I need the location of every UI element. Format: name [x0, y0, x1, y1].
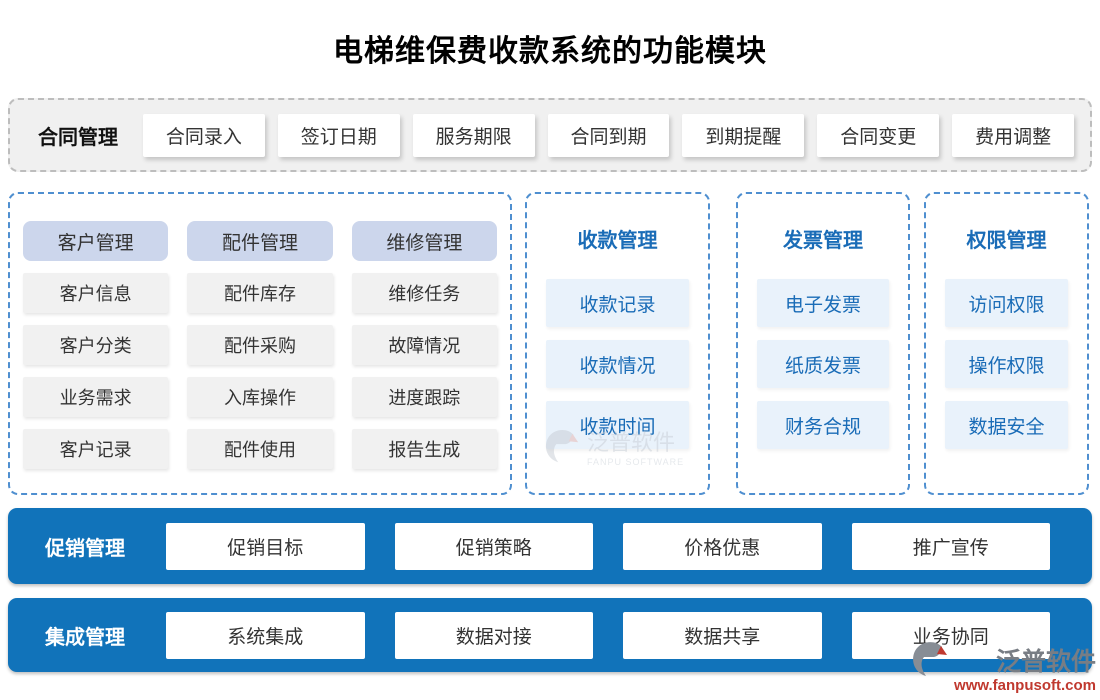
item-electronic-invoice[interactable]: 电子发票 [757, 279, 889, 327]
contract-item-expiry[interactable]: 合同到期 [547, 113, 670, 157]
item-repair-tasks[interactable]: 维修任务 [351, 273, 497, 313]
panel-customer-parts-repair: 客户管理 配件管理 维修管理 客户信息 配件库存 维修任务 客户分类 配件采购 … [8, 192, 512, 495]
item-parts-inventory[interactable]: 配件库存 [187, 273, 333, 313]
item-data-security[interactable]: 数据安全 [945, 401, 1068, 449]
page-title: 电梯维保费收款系统的功能模块 [333, 35, 767, 68]
contract-item-change[interactable]: 合同变更 [817, 113, 940, 157]
item-marketing-publicity[interactable]: 推广宣传 [851, 522, 1050, 570]
permission-items: 访问权限 操作权限 数据安全 [926, 279, 1087, 449]
item-customer-records[interactable]: 客户记录 [23, 429, 169, 469]
header-invoice-management: 发票管理 [783, 230, 863, 252]
contract-item-entry[interactable]: 合同录入 [143, 113, 265, 157]
panel-invoice-management: 发票管理 电子发票 纸质发票 财务合规 [736, 192, 910, 495]
item-promotion-strategy[interactable]: 促销策略 [394, 522, 593, 570]
contract-item-expiry-reminder[interactable]: 到期提醒 [682, 113, 805, 157]
item-access-permission[interactable]: 访问权限 [945, 279, 1068, 327]
contract-row-label: 合同管理 [38, 126, 118, 149]
item-progress-tracking[interactable]: 进度跟踪 [351, 377, 497, 417]
item-data-interfacing[interactable]: 数据对接 [394, 611, 593, 659]
payment-items: 收款记录 收款情况 收款时间 [527, 279, 708, 449]
item-price-discount[interactable]: 价格优惠 [623, 522, 822, 570]
item-financial-compliance[interactable]: 财务合规 [757, 401, 889, 449]
promotion-management-bar: 促销管理 促销目标 促销策略 价格优惠 推广宣传 [8, 508, 1092, 584]
item-business-collaboration[interactable]: 业务协同 [851, 611, 1050, 659]
middle-section: 客户管理 配件管理 维修管理 客户信息 配件库存 维修任务 客户分类 配件采购 … [8, 192, 1092, 495]
contract-item-fee-adjust[interactable]: 费用调整 [952, 113, 1075, 157]
header-customer-management[interactable]: 客户管理 [23, 221, 169, 261]
item-business-needs[interactable]: 业务需求 [23, 377, 169, 417]
panel-permission-management: 权限管理 访问权限 操作权限 数据安全 [924, 192, 1089, 495]
contract-management-row: 合同管理 合同录入 签订日期 服务期限 合同到期 到期提醒 合同变更 费用调整 [8, 98, 1092, 172]
invoice-items: 电子发票 纸质发票 财务合规 [738, 279, 908, 449]
contract-item-service-term[interactable]: 服务期限 [412, 113, 535, 157]
item-payment-status[interactable]: 收款情况 [546, 340, 689, 388]
item-customer-info[interactable]: 客户信息 [23, 273, 169, 313]
item-operation-permission[interactable]: 操作权限 [945, 340, 1068, 388]
item-warehouse-operation[interactable]: 入库操作 [187, 377, 333, 417]
item-report-generation[interactable]: 报告生成 [351, 429, 497, 469]
item-payment-time[interactable]: 收款时间 [546, 401, 689, 449]
item-customer-category[interactable]: 客户分类 [23, 325, 169, 365]
panel-payment-management: 收款管理 收款记录 收款情况 收款时间 [525, 192, 710, 495]
promotion-bar-label: 促销管理 [45, 537, 125, 560]
header-parts-management[interactable]: 配件管理 [187, 221, 333, 261]
item-promotion-goal[interactable]: 促销目标 [166, 522, 365, 570]
integration-management-bar: 集成管理 系统集成 数据对接 数据共享 业务协同 [8, 598, 1092, 672]
item-parts-procurement[interactable]: 配件采购 [187, 325, 333, 365]
item-payment-records[interactable]: 收款记录 [546, 279, 689, 327]
item-data-sharing[interactable]: 数据共享 [623, 611, 822, 659]
item-fault-status[interactable]: 故障情况 [351, 325, 497, 365]
header-payment-management: 收款管理 [577, 230, 658, 252]
item-paper-invoice[interactable]: 纸质发票 [757, 340, 889, 388]
item-system-integration[interactable]: 系统集成 [166, 611, 365, 659]
contract-item-sign-date[interactable]: 签订日期 [277, 113, 400, 157]
header-repair-management[interactable]: 维修管理 [351, 221, 497, 261]
item-parts-usage[interactable]: 配件使用 [187, 429, 333, 469]
header-permission-management: 权限管理 [966, 230, 1047, 252]
integration-bar-label: 集成管理 [45, 626, 125, 649]
fanpu-website-url: www.fanpusoft.com [954, 677, 1096, 694]
